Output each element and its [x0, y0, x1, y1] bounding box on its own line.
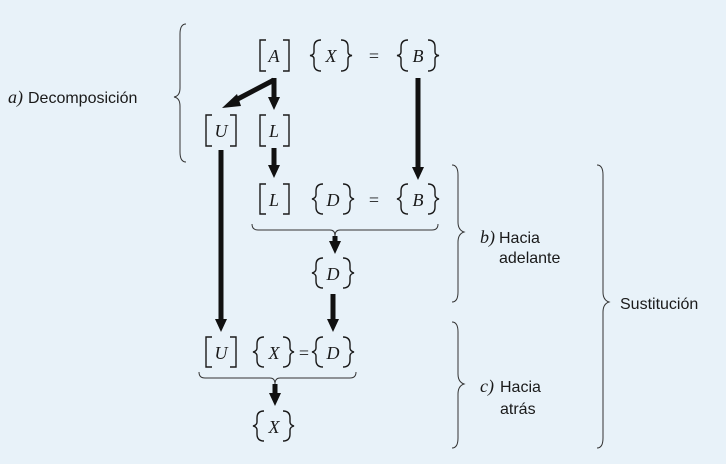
- equals-sign: =: [369, 46, 379, 66]
- label-a-prefix: a): [8, 87, 23, 108]
- label-b-line1: Hacia: [499, 230, 540, 247]
- vector-X-result: X: [268, 417, 281, 437]
- label-forward: b) Hacia adelante: [480, 227, 560, 267]
- vector-B: B: [413, 46, 424, 66]
- row2-factors: U L: [205, 114, 290, 147]
- arrow-backward-to-x-head: [269, 393, 281, 406]
- label-c-prefix: c): [480, 376, 494, 397]
- forward-brace: [451, 164, 466, 303]
- row5-equation: U X = D: [205, 336, 355, 368]
- backward-brace: [451, 321, 466, 449]
- arrow-forward-to-d-head: [329, 241, 341, 254]
- label-b-line2: adelante: [499, 250, 560, 267]
- label-backward: c) Hacia atrás: [480, 376, 541, 418]
- label-c-line2: atrás: [500, 401, 536, 418]
- matrix-U-back: U: [215, 343, 229, 363]
- matrix-A: A: [268, 46, 281, 66]
- vector-B-forward: B: [413, 190, 424, 210]
- label-decomposition: a) Decomposición: [8, 87, 137, 108]
- arrow-l-to-l-head: [268, 165, 280, 178]
- label-a-text: Decomposición: [28, 90, 137, 107]
- vector-X: X: [325, 46, 338, 66]
- row3-equation: L D = B: [259, 183, 440, 215]
- vector-D: D: [326, 190, 340, 210]
- row1-equation: A X = B: [259, 39, 440, 72]
- arrow-a-to-l-head: [268, 97, 280, 110]
- backward-underbrace: [198, 371, 357, 385]
- arrow-a-to-u-head: [222, 94, 241, 108]
- arrow-u-to-u-head: [215, 319, 227, 332]
- row4-d-result: D: [311, 257, 355, 289]
- vector-D-result: D: [326, 264, 340, 284]
- matrix-L: L: [268, 121, 279, 141]
- flow-arrows: [215, 77, 424, 406]
- arrow-b-to-b-head: [412, 167, 424, 180]
- vector-D-back: D: [326, 343, 340, 363]
- decomposition-brace: [173, 23, 187, 163]
- vector-X-back: X: [268, 343, 281, 363]
- label-b-prefix: b): [480, 227, 495, 248]
- arrow-a-to-u: [230, 77, 276, 105]
- matrix-L-forward: L: [268, 190, 279, 210]
- label-c-line1: Hacia: [500, 379, 541, 396]
- forward-underbrace: [251, 223, 439, 237]
- equals-sign-2: =: [369, 190, 379, 210]
- equals-sign-3: =: [299, 343, 309, 363]
- substitution-brace: [596, 164, 611, 449]
- row6-x-result: X: [252, 410, 295, 442]
- label-substitution: Sustitución: [620, 296, 698, 313]
- matrix-U: U: [215, 121, 229, 141]
- arrow-d-to-d-head: [327, 319, 339, 332]
